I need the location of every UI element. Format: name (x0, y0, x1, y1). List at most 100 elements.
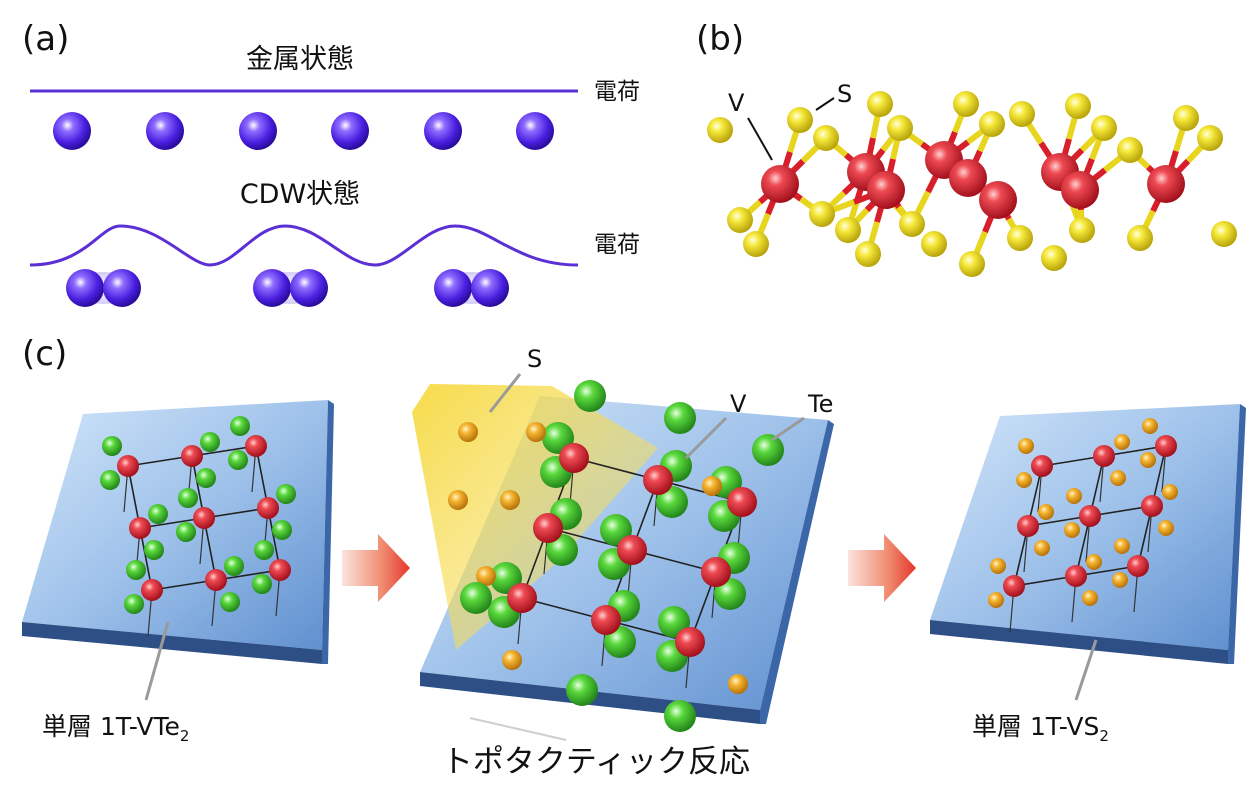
sulfur-atom (1127, 225, 1153, 251)
tellurium-atom (546, 534, 578, 566)
sulfur-atom (500, 490, 520, 510)
electron (471, 269, 509, 307)
vanadium-atom (1093, 445, 1115, 467)
sulfur-atom (1007, 225, 1033, 251)
vanadium-atom (1003, 575, 1025, 597)
sulfur-atom (458, 422, 478, 442)
electron (239, 112, 277, 150)
vanadium-atom (1141, 495, 1163, 517)
vanadium-atom (1061, 171, 1099, 209)
reaction-arrow-1 (342, 534, 410, 602)
right-pointer (1074, 639, 1098, 701)
reaction-title: トポタクティック反応 (442, 744, 750, 780)
sulfur-atom (1162, 484, 1178, 500)
tellurium-atom (102, 436, 122, 456)
vanadium-atom (193, 507, 215, 529)
tellurium-atom (100, 470, 120, 490)
tellurium-atom (664, 402, 696, 434)
sulfur-atom (476, 566, 496, 586)
tellurium-atom (714, 578, 746, 610)
caption-1t-vs2-sub: 2 (1099, 727, 1109, 745)
reaction-arrow-2 (848, 534, 916, 602)
caption-1t-vte2-sub: 2 (180, 727, 190, 745)
tellurium-atom (126, 560, 146, 580)
vanadium-atom (761, 165, 799, 203)
v-pointer (747, 117, 773, 161)
sulfur-atom (1142, 418, 1158, 434)
sulfur-atom (1140, 452, 1156, 468)
vanadium-atom (643, 465, 673, 495)
sulfur-atom (887, 115, 913, 141)
sulfur-atom (1041, 245, 1067, 271)
metal-state-title: 金属状態 (246, 44, 354, 75)
electron (146, 112, 184, 150)
sulfur-atom (1018, 438, 1034, 454)
tellurium-atom (566, 674, 598, 706)
vanadium-atom (205, 569, 227, 591)
te-pointer-c (771, 416, 805, 442)
sulfur-atom (1117, 137, 1143, 163)
electron (434, 269, 472, 307)
sulfur-atom (743, 231, 769, 257)
reaction-label-pointer (469, 717, 567, 741)
lattice-1t-vte2 (100, 416, 296, 637)
vanadium-atom (1065, 565, 1087, 587)
label-te-c: Te (807, 390, 833, 418)
vanadium-atom (141, 579, 163, 601)
sulfur-atom (1112, 572, 1128, 588)
vanadium-atom (117, 455, 139, 477)
s-pointer-c (488, 373, 522, 413)
tellurium-atom (224, 556, 244, 576)
tellurium-atom (178, 488, 198, 508)
label-v-c: V (730, 390, 747, 418)
electron (103, 269, 141, 307)
atom-label-s: S (837, 80, 852, 108)
sulfur-atom (1158, 520, 1174, 536)
tellurium-atom (276, 484, 296, 504)
vanadium-atom (181, 445, 203, 467)
label-s-c: S (527, 345, 542, 373)
lattice-1t-vs2 (988, 418, 1178, 633)
sulfur-atom (1173, 105, 1199, 131)
sulfur-atom (813, 125, 839, 151)
sulfur-atom (867, 91, 893, 117)
atom-label-v: V (728, 89, 745, 117)
sulfur-atom (953, 91, 979, 117)
caption-1t-vs2: 単層 1T-VS2 (972, 712, 1109, 745)
tellurium-atom (752, 434, 784, 466)
sulfur-atom (855, 241, 881, 267)
sulfur-atom (809, 201, 835, 227)
sulfur-atom (1211, 221, 1237, 247)
tellurium-atom (196, 468, 216, 488)
sulfur-atom (988, 592, 1004, 608)
left-pointer (144, 621, 170, 701)
vanadium-atom (1127, 555, 1149, 577)
caption-1t-vs2-main: 単層 1T-VS (972, 712, 1099, 741)
tellurium-atom (604, 626, 636, 658)
vanadium-atom (559, 443, 589, 473)
sulfur-atom (727, 207, 753, 233)
v-pointer-c (684, 416, 728, 460)
sulfur-atom (526, 422, 546, 442)
charge-label-metal: 電荷 (594, 79, 640, 105)
sulfur-atom (702, 476, 722, 496)
sulfur-atom (1016, 472, 1032, 488)
sulfur-atom (448, 490, 468, 510)
sulfur-atom (1086, 554, 1102, 570)
tellurium-atom (272, 520, 292, 540)
vanadium-atom (727, 487, 757, 517)
sulfur-atom (835, 217, 861, 243)
sulfur-atom (1114, 538, 1130, 554)
vanadium-atom (1079, 505, 1101, 527)
tellurium-atom (664, 700, 696, 732)
sulfur-atom (1082, 590, 1098, 606)
electron (66, 269, 104, 307)
sulfur-atom (1110, 470, 1126, 486)
s-pointer (815, 97, 835, 111)
sulfur-atom (899, 211, 925, 237)
vanadium-atom (701, 557, 731, 587)
vanadium-atom (1031, 455, 1053, 477)
vanadium-atom (269, 559, 291, 581)
vanadium-atom (1147, 165, 1185, 203)
sulfur-atom (707, 117, 733, 143)
